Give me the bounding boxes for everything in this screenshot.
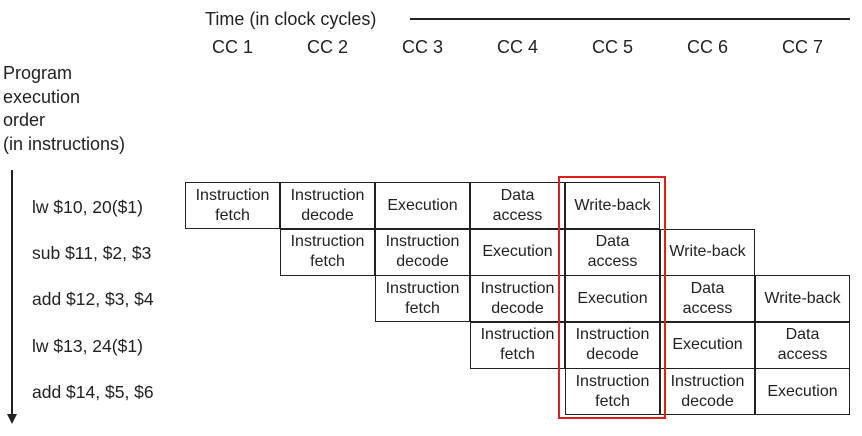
cc-label-1: CC 1	[211, 37, 253, 57]
instruction-label-4: lw $13, 24($1)	[32, 336, 143, 356]
stage-box-fetch: Instruction fetch	[185, 182, 280, 229]
stage-box-fetch: Instruction fetch	[470, 321, 565, 369]
program-label-line: Program	[3, 63, 73, 83]
stage-box-decode: Instruction decode	[375, 228, 470, 276]
time-axis-label: Time (in clock cycles)	[205, 9, 377, 29]
stage-box-data-access: Data access	[755, 321, 850, 369]
order-axis-line	[11, 170, 13, 418]
stage-box-execute: Execution	[470, 228, 565, 276]
stage-box-execute: Execution	[755, 368, 850, 415]
stage-box-decode: Instruction decode	[565, 321, 660, 369]
stage-box-data-access: Data access	[660, 275, 755, 322]
stage-box-fetch: Instruction fetch	[375, 275, 470, 322]
down-arrow-icon	[7, 414, 17, 424]
stage-box-execute: Execution	[660, 321, 755, 369]
stage-box-decode: Instruction decode	[660, 368, 755, 415]
program-label-line: (in instructions)	[3, 133, 126, 154]
stage-box-decode: Instruction decode	[470, 275, 565, 322]
program-label-line: order	[3, 110, 46, 130]
cc-label-5: CC 5	[591, 37, 633, 57]
stage-box-decode: Instruction decode	[280, 182, 375, 229]
stage-box-fetch: Instruction fetch	[565, 368, 660, 415]
stage-box-execute: Execution	[375, 182, 470, 229]
stage-box-data-access: Data access	[470, 182, 565, 229]
instruction-label-5: add $14, $5, $6	[32, 382, 154, 402]
stage-box-fetch: Instruction fetch	[280, 228, 375, 276]
cc-label-6: CC 6	[686, 37, 728, 57]
program-label-line: execution	[3, 86, 81, 107]
stage-box-data-access: Data access	[565, 228, 660, 276]
instruction-label-1: lw $10, 20($1)	[32, 197, 143, 217]
program-order-label: Program execution order (in instructions…	[3, 62, 125, 156]
cc5-highlight-box	[558, 176, 666, 419]
stage-box-write-back: Write-back	[660, 228, 755, 276]
stage-box-write-back: Write-back	[755, 275, 850, 322]
instruction-label-3: add $12, $3, $4	[32, 289, 154, 309]
instruction-label-2: sub $11, $2, $3	[32, 243, 152, 263]
cc-label-7: CC 7	[781, 37, 823, 57]
cc-label-4: CC 4	[496, 37, 538, 57]
time-axis-line	[410, 18, 850, 20]
stage-box-write-back: Write-back	[565, 182, 660, 229]
cc-label-2: CC 2	[306, 37, 348, 57]
cc-label-3: CC 3	[401, 37, 443, 57]
